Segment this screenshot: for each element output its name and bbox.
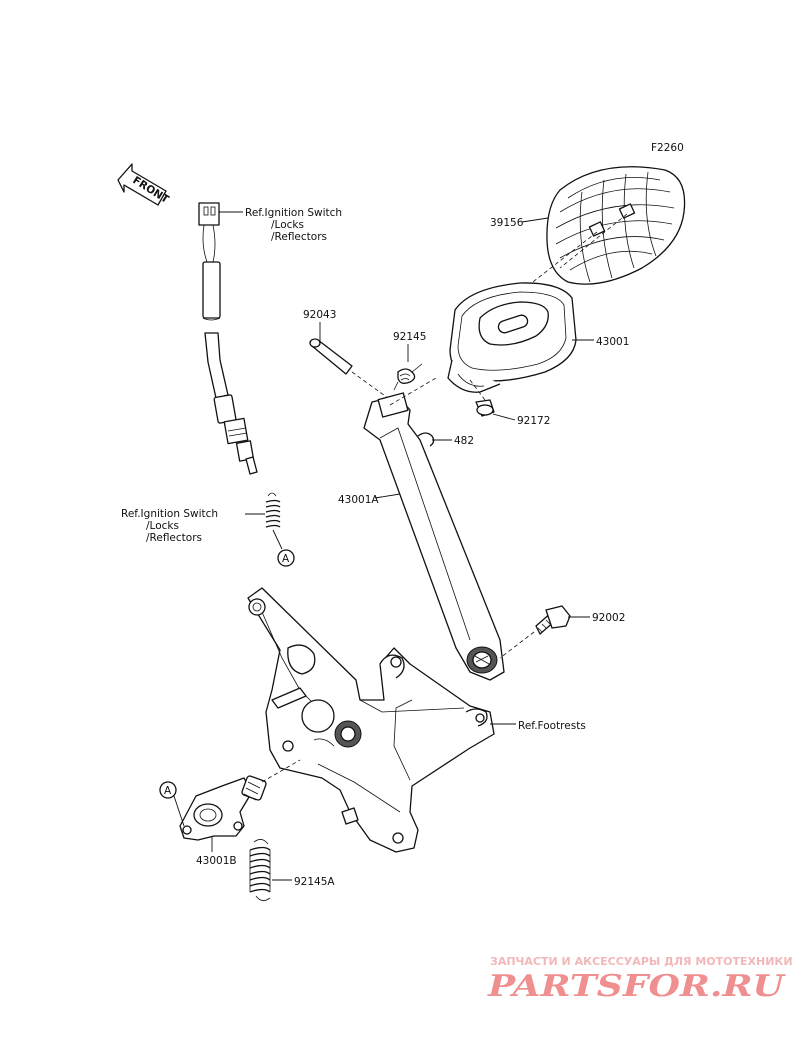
label-39156: 39156	[490, 217, 549, 229]
bolt-92172: 92172	[469, 379, 550, 427]
watermark-tagline: ЗАПЧАСТИ И АКСЕССУАРЫ ДЛЯ МОТОТЕХНИКИ	[490, 955, 793, 968]
spring-92145A: 92145A	[249, 839, 335, 901]
switch-spring	[265, 492, 283, 550]
ref-ignition-mid-label: Ref.Ignition Switch /Locks /Reflectors	[121, 508, 265, 544]
pedal-arm	[363, 377, 505, 681]
svg-text:92043: 92043	[303, 309, 336, 321]
marker-a-top: A	[277, 549, 295, 567]
lever-43001B	[179, 759, 301, 841]
svg-text:92172: 92172	[517, 415, 550, 427]
pedal-pad-rubber	[546, 166, 686, 285]
svg-text:482: 482	[454, 435, 474, 447]
watermark-brand: PARTSFOR.RU	[487, 969, 786, 1004]
svg-text:/Reflectors: /Reflectors	[146, 532, 202, 544]
pin-92043: 92043	[303, 309, 389, 399]
svg-text:39156: 39156	[490, 217, 524, 229]
ref-footrests-label: Ref.Footrests	[490, 720, 586, 732]
svg-text:/Locks: /Locks	[146, 520, 179, 532]
svg-text:/Locks: /Locks	[271, 219, 304, 231]
pedal-head	[447, 282, 577, 393]
label-43001: 43001	[572, 336, 629, 348]
label-43001B: 43001B	[196, 836, 237, 867]
pad-alignment-dash	[519, 213, 628, 293]
label-43001A: 43001A	[338, 493, 401, 506]
svg-text:Ref.Footrests: Ref.Footrests	[518, 720, 586, 732]
clip-482: 482	[417, 432, 474, 447]
spring-92145: 92145	[393, 331, 426, 391]
diagram-code: F2260	[651, 142, 684, 154]
svg-text:92145A: 92145A	[294, 876, 335, 888]
ref-ignition-top-label: Ref.Ignition Switch /Locks /Reflectors	[219, 207, 342, 243]
footrest-bracket	[247, 587, 495, 853]
brake-switch-wiring	[198, 202, 258, 475]
marker-a-bottom: A	[159, 781, 185, 827]
svg-text:Ref.Ignition Switch: Ref.Ignition Switch	[121, 508, 218, 520]
front-arrow-icon: FRONT	[117, 163, 172, 206]
svg-text:43001A: 43001A	[338, 494, 379, 506]
svg-text:92145: 92145	[393, 331, 426, 343]
svg-text:43001B: 43001B	[196, 855, 237, 867]
svg-text:/Reflectors: /Reflectors	[271, 231, 327, 243]
bolt-92002: 92002	[499, 605, 625, 659]
watermark: ЗАПЧАСТИ И АКСЕССУАРЫ ДЛЯ МОТОТЕХНИКИ PA…	[487, 955, 793, 1004]
svg-text:Ref.Ignition Switch: Ref.Ignition Switch	[245, 207, 342, 219]
svg-text:92002: 92002	[592, 612, 625, 624]
svg-text:A: A	[164, 785, 172, 797]
svg-text:43001: 43001	[596, 336, 629, 348]
svg-text:A: A	[282, 553, 290, 565]
